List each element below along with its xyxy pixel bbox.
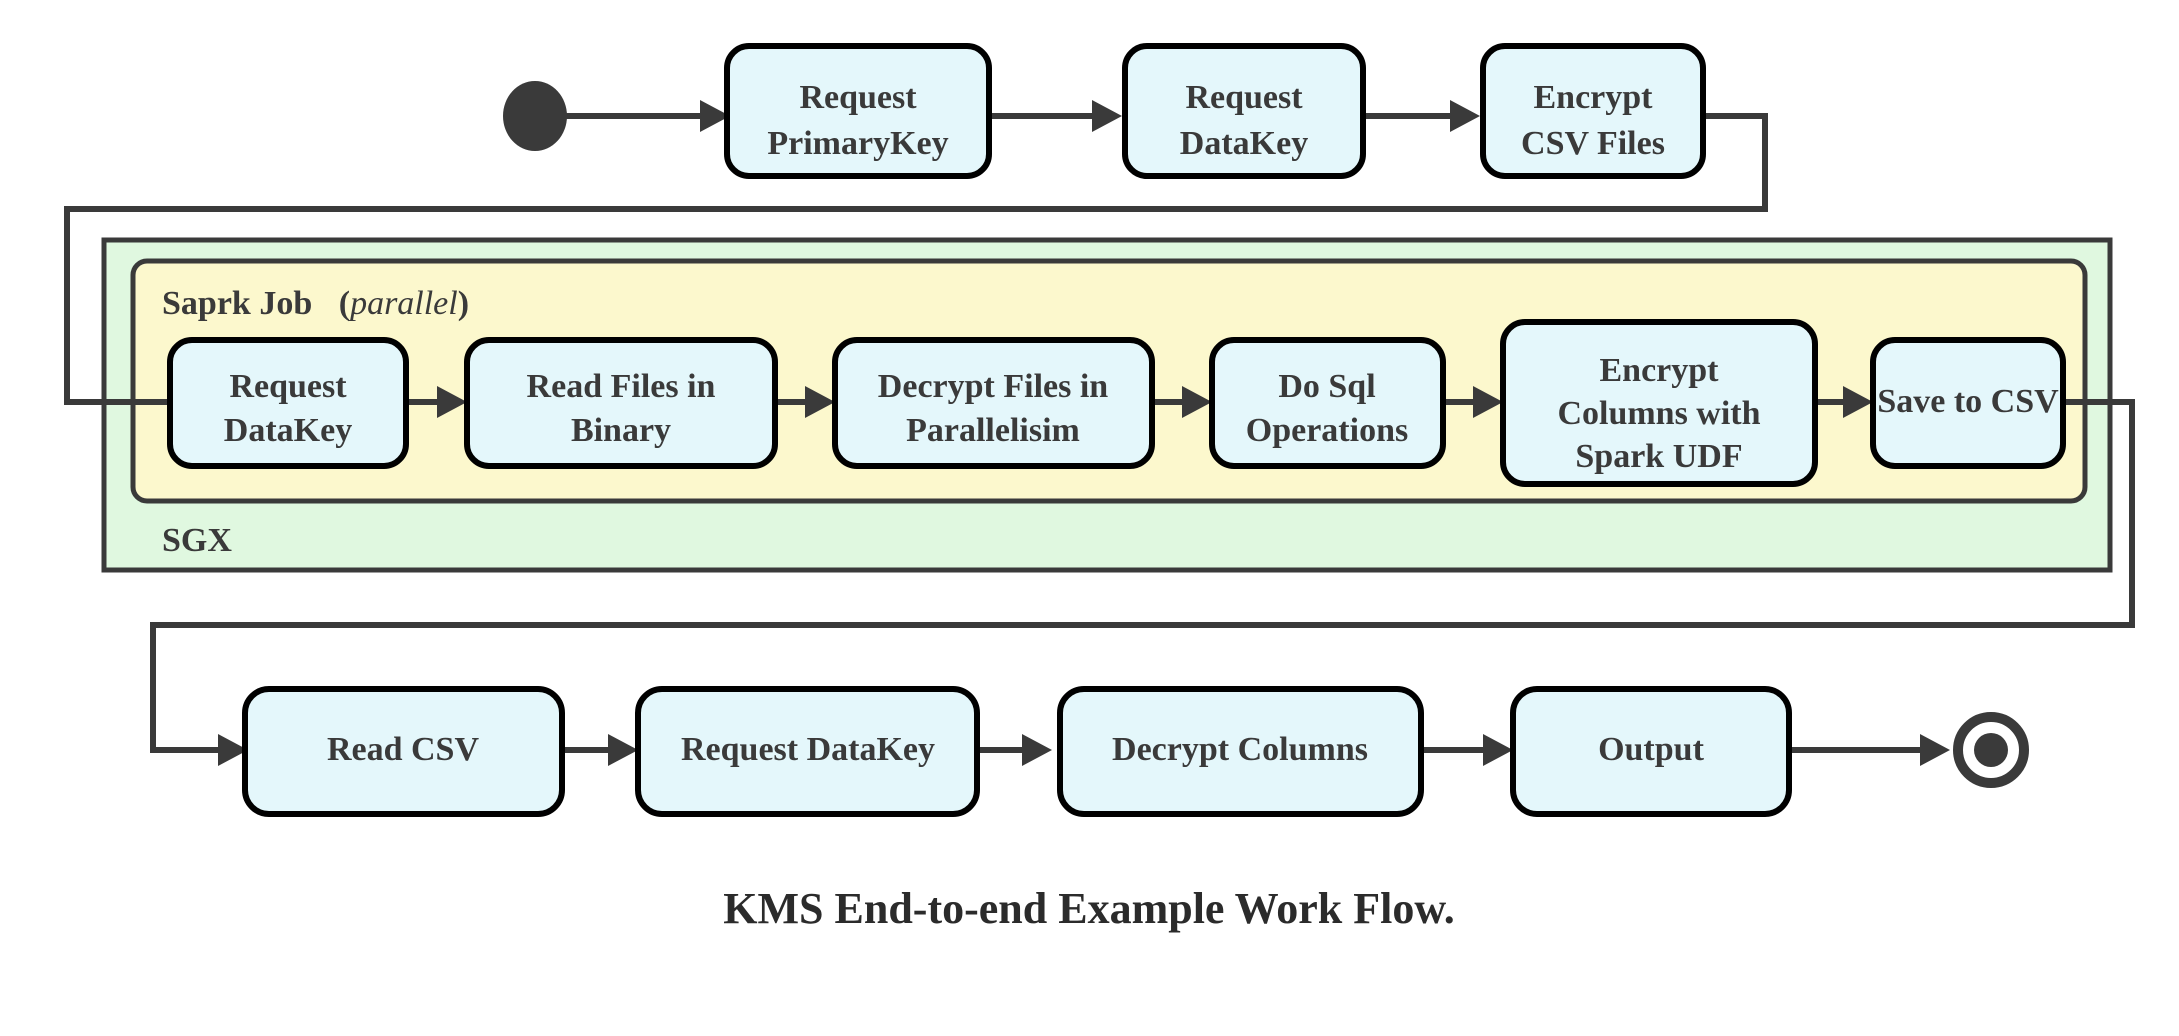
svg-text:Decrypt Columns: Decrypt Columns [1112,731,1368,768]
edge-save-to-csv-to-read-csv [150,399,2135,753]
container-spark-job-label: Saprk Job (parallel) [162,285,469,322]
arrow-head-decrypt-columns-to-output [1483,734,1513,766]
svg-text:Parallelisim: Parallelisim [906,412,1080,449]
node-do-sql-operations[interactable]: Do Sql Operations [1209,337,1446,469]
node-request-datakey-top[interactable]: Request DataKey [1122,43,1366,179]
svg-text:Binary: Binary [571,412,671,449]
svg-text:Spark UDF: Spark UDF [1575,438,1742,475]
start-node[interactable] [503,81,567,151]
arrow-head-start-to-request-primarykey [700,100,730,132]
node-request-datakey-bottom[interactable]: Request DataKey [635,686,980,817]
node-encrypt-csv-files[interactable]: Encrypt CSV Files [1480,43,1706,179]
svg-text:Operations: Operations [1246,412,1408,449]
svg-text:Request: Request [229,368,347,405]
svg-text:PrimaryKey: PrimaryKey [767,125,948,162]
svg-text:Encrypt: Encrypt [1534,79,1654,116]
diagram-caption: KMS End-to-end Example Work Flow. [723,884,1454,933]
arrow-head-request-datakey-bottom-to-decrypt-columns [1022,734,1052,766]
svg-text:DataKey: DataKey [1180,125,1308,162]
node-read-csv[interactable]: Read CSV [242,686,565,817]
svg-text:Request: Request [1185,79,1303,116]
node-request-datakey-spark[interactable]: Request DataKey [167,337,409,469]
arrow-head-request-datakey-spark-to-read-files-in-binary [437,386,467,418]
node-request-primarykey[interactable]: Request PrimaryKey [724,43,992,179]
svg-text:Save to CSV: Save to CSV [1877,383,2059,420]
arrow-head-request-datakey-top-to-encrypt-csv-files [1450,100,1480,132]
svg-text:Request: Request [799,79,917,116]
end-node[interactable] [1953,712,2029,788]
arrow-head-read-csv-to-request-datakey-bottom [608,734,638,766]
node-decrypt-files-in-parallelisim[interactable]: Decrypt Files in Parallelisim [832,337,1155,469]
container-sgx-label: SGX [162,522,232,559]
arrow-head-do-sql-operations-to-encrypt-columns-with-spark-udf [1473,386,1503,418]
arrow-head-decrypt-files-in-parallelisim-to-do-sql-operations [1182,386,1212,418]
arrow-head-request-primarykey-to-request-datakey-top [1092,100,1122,132]
arrow-head-save-to-csv-to-read-csv [218,734,248,766]
svg-text:Do Sql: Do Sql [1278,368,1375,405]
svg-text:Read CSV: Read CSV [327,731,480,768]
node-save-to-csv[interactable]: Save to CSV [1870,337,2066,469]
svg-text:Encrypt: Encrypt [1600,352,1720,389]
arrow-head-output-to-end-node [1920,734,1950,766]
svg-text:Request DataKey: Request DataKey [681,731,935,768]
svg-text:Read Files in: Read Files in [527,368,716,405]
svg-text:CSV Files: CSV Files [1521,125,1665,162]
edge-encrypt-csv-files-to-request-datakey-spark [64,113,1768,405]
arrow-head-encrypt-columns-with-spark-udf-to-save-to-csv [1843,386,1873,418]
node-output[interactable]: Output [1510,686,1792,817]
svg-text:Decrypt Files in: Decrypt Files in [878,368,1108,405]
arrow-head-read-files-in-binary-to-decrypt-files-in-parallelisim [805,386,835,418]
svg-text:Columns with: Columns with [1557,395,1760,432]
svg-text:Output: Output [1598,731,1704,768]
node-decrypt-columns[interactable]: Decrypt Columns [1057,686,1424,817]
svg-text:DataKey: DataKey [224,412,352,449]
node-read-files-in-binary[interactable]: Read Files in Binary [464,337,778,469]
node-encrypt-columns-with-spark-udf[interactable]: Encrypt Columns with Spark UDF [1500,319,1818,487]
